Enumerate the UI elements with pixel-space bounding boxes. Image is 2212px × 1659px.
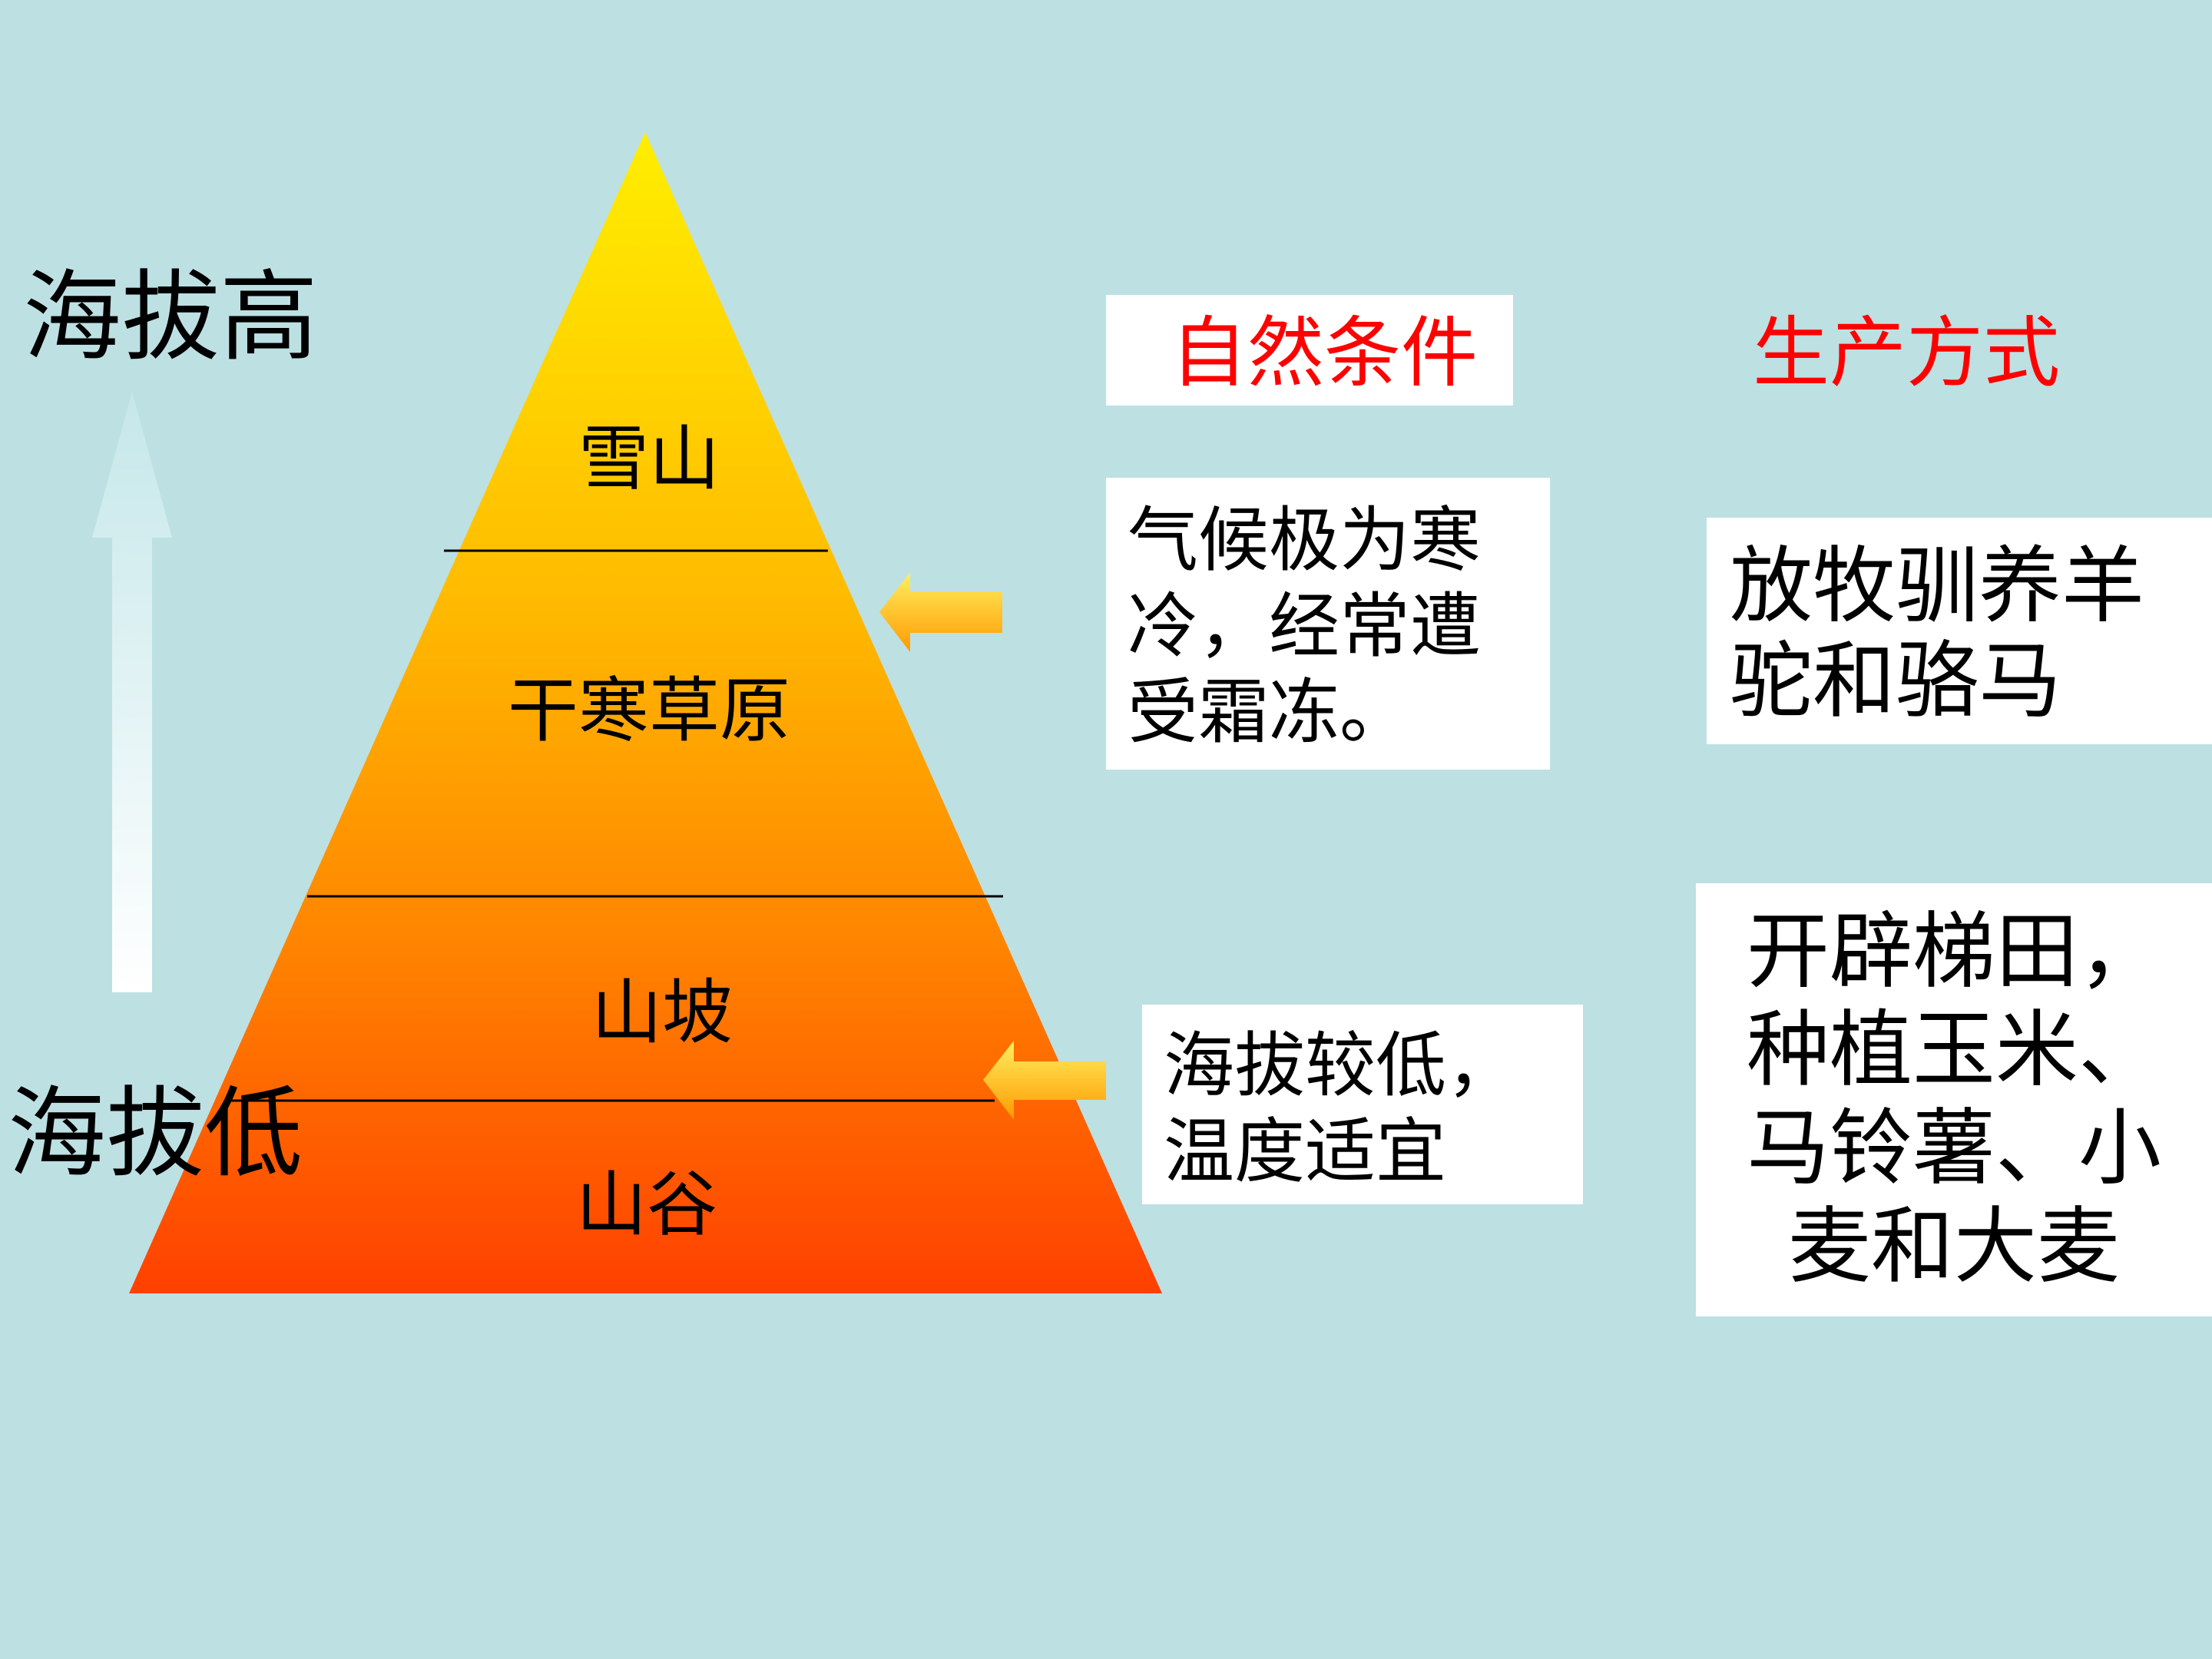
- production-text-low: 开辟梯田， 种植玉米、 马铃薯、小 麦和大麦: [1746, 904, 2161, 1295]
- production-box-low: 开辟梯田， 种植玉米、 马铃薯、小 麦和大麦: [1696, 883, 2212, 1316]
- condition-text-high: 气候极为寒 冷，经常遭 受霜冻。: [1128, 499, 1482, 753]
- condition-arrow-low: [983, 1041, 1106, 1120]
- production-mode-header: 生产方式: [1753, 308, 2060, 398]
- production-text-high: 放牧驯养羊 驼和骆马: [1730, 538, 2145, 730]
- altitude-low-label: 海拔低: [8, 1077, 303, 1191]
- layer-label-dry-cold-grassland: 干寒草原: [507, 670, 791, 752]
- altitude-up-arrow: [92, 392, 172, 992]
- condition-text-low: 海拔较低， 温度适宜: [1164, 1025, 1518, 1193]
- layer-label-valley: 山谷: [575, 1164, 718, 1246]
- layer-label-hillside: 山坡: [591, 972, 733, 1054]
- natural-conditions-header-text: 自然条件: [1171, 308, 1478, 398]
- production-box-high: 放牧驯养羊 驼和骆马: [1707, 518, 2212, 744]
- condition-box-low: 海拔较低， 温度适宜: [1142, 1005, 1583, 1204]
- layer-label-snow-mountain: 雪山: [578, 418, 720, 500]
- altitude-high-label: 海拔高: [23, 260, 319, 375]
- condition-box-high: 气候极为寒 冷，经常遭 受霜冻。: [1106, 478, 1550, 770]
- natural-conditions-header: 自然条件: [1106, 295, 1513, 406]
- condition-arrow-high: [879, 572, 1002, 652]
- pyramid-shape: [129, 132, 1162, 1293]
